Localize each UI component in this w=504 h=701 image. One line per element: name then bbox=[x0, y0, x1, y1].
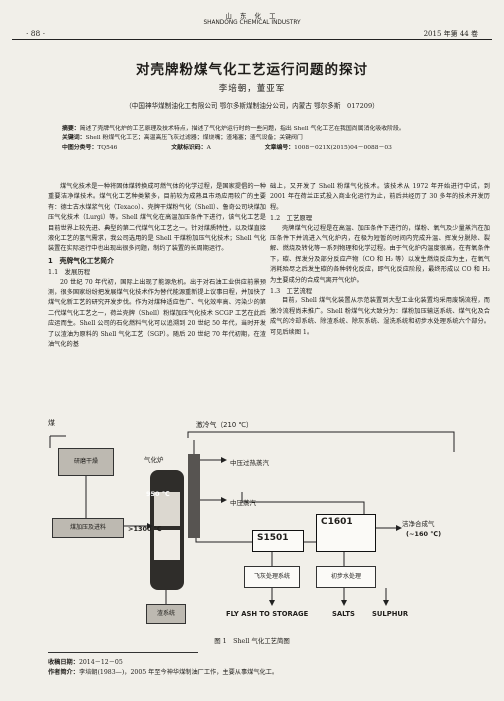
coal-label: 煤 bbox=[48, 419, 55, 427]
fly-ash-unit: 飞灰处理系统 bbox=[244, 566, 300, 588]
page-number: · 88 · bbox=[26, 29, 46, 38]
water-treatment-unit: 初步水处理 bbox=[316, 566, 376, 588]
section-heading: 1 壳牌气化工艺简介 bbox=[48, 256, 114, 265]
syngas-temp: (~160 ℃) bbox=[406, 530, 442, 538]
section-heading: 1.1 发展历程 bbox=[48, 268, 91, 277]
quench-gas-label: 激冷气（210 ℃） bbox=[196, 421, 253, 429]
author-bio-value: 李培朝(1983—)，2005 年至今神华煤制油厂工作，主要从事煤气化工。 bbox=[78, 668, 279, 676]
footnote-rule bbox=[48, 652, 198, 653]
author-bio: 作者简介：李培朝(1983—)，2005 年至今神华煤制油厂工作，主要从事煤气化… bbox=[48, 668, 456, 678]
body-column-left: 煤气化技术是一种将固体煤转换成可燃气体的化学过程，是国家提倡的一种重要洁净煤技术… bbox=[48, 182, 266, 351]
footnotes: 收稿日期：2014－12－05 作者简介：李培朝(1983—)，2005 年至今… bbox=[48, 652, 456, 677]
hp-steam-label: 中压过热蒸汽 bbox=[230, 459, 269, 467]
article-id-value: 1008－021X(2015)04－0088－03 bbox=[294, 144, 392, 151]
process-flow-figure: 激冷气（210 ℃） 煤 研磨干燥 煤加压及进料 气化炉 950 ℃ >1300… bbox=[46, 418, 472, 640]
article-id-label: 文章编号： bbox=[264, 144, 295, 151]
s1501-unit: S1501 bbox=[252, 530, 304, 552]
clc-value: TQ546 bbox=[97, 144, 118, 151]
classification-row: 中图分类号：TQ546 文献标识码：A 文章编号：1008－021X(2015)… bbox=[62, 144, 456, 153]
abstract: 摘要：简述了壳牌气化炉的工艺原理及技术特点，描述了气化炉运行时的一些问题，指出 … bbox=[62, 125, 456, 134]
drying-unit: 研磨干燥 bbox=[58, 448, 114, 476]
body-paragraph: 础上，又开发了 Shell 粉煤气化技术。该技术从 1972 年开始进行中试，到… bbox=[270, 183, 490, 211]
received-label: 收稿日期： bbox=[48, 659, 79, 666]
doc-code-value: A bbox=[206, 144, 211, 151]
keywords-text: Shell 粉煤气化工艺；高温高压飞灰过滤器；煤烧嘴；渣堵塞；渣气设备；关键阀门 bbox=[85, 135, 303, 142]
gasifier-vessel bbox=[150, 470, 184, 590]
body-paragraph: 煤气化技术是一种将固体煤转换成可燃气体的化学过程，是国家提倡的一种重要洁净煤技术… bbox=[48, 183, 266, 253]
doc-code-label: 文献标识码： bbox=[171, 144, 207, 151]
syngas-cooler bbox=[188, 440, 200, 538]
temp-1300: >1300 ℃ bbox=[128, 525, 162, 533]
syngas-label: 洁净合成气 bbox=[402, 520, 435, 528]
abstract-text: 简述了壳牌气化炉的工艺原理及技术特点，描述了气化炉运行时的一些问题，指出 She… bbox=[79, 126, 405, 132]
author-bio-label: 作者简介： bbox=[48, 668, 79, 676]
running-header: · 88 · 山 东 化 工 SHANDONG CHEMICAL INDUSTR… bbox=[12, 6, 492, 42]
mp-steam-label: 中压蒸汽 bbox=[230, 499, 256, 507]
received-value: 2014－12－05 bbox=[78, 659, 123, 666]
body-paragraph: 壳牌煤气化过程是在高温、加压条件下进行的，煤粉、氧气及少量蒸汽在加压条件下并流进… bbox=[270, 224, 490, 284]
header-rule bbox=[12, 39, 492, 40]
slag-unit: 渣系统 bbox=[146, 604, 186, 624]
body-column-right: 础上，又开发了 Shell 粉煤气化技术。该技术从 1972 年开始进行中试，到… bbox=[270, 182, 490, 338]
c1601-unit: C1601 bbox=[316, 514, 376, 552]
article-title: 对壳牌粉煤气化工艺运行问题的探讨 bbox=[136, 62, 368, 78]
keywords-label: 关键词： bbox=[62, 135, 86, 142]
section-heading: 1.2 工艺原理 bbox=[270, 214, 313, 223]
coal-feed-unit: 煤加压及进料 bbox=[52, 518, 124, 538]
issue-info: 2015 年第 44 卷 bbox=[423, 30, 478, 38]
journal-name-en: SHANDONG CHEMICAL INDUSTRY bbox=[203, 20, 301, 26]
body-paragraph: 20 世纪 70 年代初，国际上出现了能源危机。出于对石油工业供应前景预测，很多… bbox=[48, 278, 266, 349]
article-authors: 李培朝，董亚军 bbox=[218, 84, 286, 94]
gasifier-label: 气化炉 bbox=[144, 456, 164, 464]
journal-name-cn: 山 东 化 工 bbox=[225, 12, 279, 20]
salts-label: SALTS bbox=[332, 610, 355, 618]
sulphur-label: SULPHUR bbox=[372, 610, 409, 618]
body-paragraph: 目前，Shell 煤气化装置从示范装置到大型工业化装置均采用废锅流程，而激冷流程… bbox=[270, 297, 490, 336]
flow-lines bbox=[49, 431, 455, 606]
clc-label: 中图分类号： bbox=[62, 144, 98, 151]
received-date: 收稿日期：2014－12－05 bbox=[48, 658, 456, 668]
figure-caption: 图 1 Shell 气化工艺简图 bbox=[214, 637, 290, 645]
author-affiliation: （中国神华煤制油化工有限公司 鄂尔多斯煤制油分公司，内蒙古 鄂尔多斯 01720… bbox=[125, 102, 379, 110]
temp-950: 950 ℃ bbox=[146, 490, 170, 498]
abstract-label: 摘要： bbox=[62, 126, 80, 132]
article-metadata: 摘要：简述了壳牌气化炉的工艺原理及技术特点，描述了气化炉运行时的一些问题，指出 … bbox=[62, 125, 456, 153]
keywords: 关键词：Shell 粉煤气化工艺；高温高压飞灰过滤器；煤烧嘴；渣堵塞；渣气设备；… bbox=[62, 134, 456, 143]
section-heading: 1.3 工艺流程 bbox=[270, 287, 313, 296]
fly-ash-storage-label: FLY ASH TO STORAGE bbox=[226, 610, 309, 618]
